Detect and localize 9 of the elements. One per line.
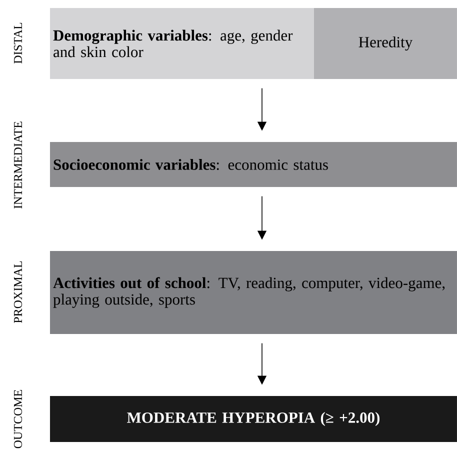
process-box: Activities out of school: TV, reading, computer, video-game, playing outside, sports — [50, 251, 457, 334]
process-box: Heredity — [314, 8, 457, 79]
level-label: DISTAL — [14, 22, 22, 64]
level-label: INTERMEDIATE — [14, 122, 22, 209]
process-box: Demographic variables: age, gender and skin color — [50, 8, 314, 79]
process-box: MODERATE HYPEROPIA (≥ +2.00) — [50, 396, 457, 442]
level-label: OUTCOME — [14, 390, 22, 448]
level-label: PROXIMAL — [14, 261, 22, 323]
process-box: Socioeconomic variables: economic status — [50, 142, 457, 187]
